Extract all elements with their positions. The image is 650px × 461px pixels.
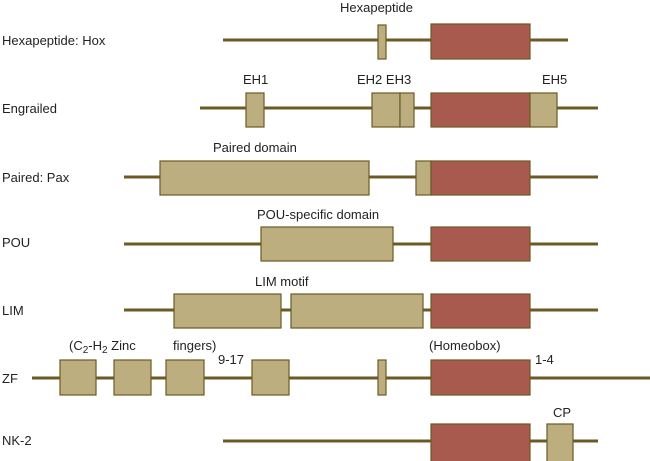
row-zf: (C2-H2 Zinc fingers) 9-17 (Homeobox) 1-4 (32, 338, 650, 396)
row-label-nk2: NK-2 (2, 433, 32, 448)
homeobox-box (430, 423, 531, 461)
cp-box (546, 423, 574, 461)
eh5-box (529, 92, 558, 128)
zinc-finger-box (251, 359, 290, 396)
zinc-finger-box (165, 359, 205, 396)
label-eh5: EH5 (542, 72, 567, 87)
row-label-engrailed: Engrailed (2, 101, 57, 116)
homeobox-box (430, 359, 531, 396)
row-label-lim: LIM (2, 303, 24, 318)
pou-domain-box (260, 226, 394, 262)
small-domain-box (415, 160, 432, 196)
lim-motif-box-2 (290, 293, 424, 329)
row-pax: Paired domain (124, 140, 598, 196)
zinc-finger-box (59, 359, 97, 396)
row-label-zf: ZF (2, 371, 18, 386)
row-label-pax: Paired: Pax (2, 170, 70, 185)
hexapeptide-box (377, 24, 387, 60)
row-lim: LIM motif (124, 274, 598, 329)
paired-domain-box (159, 160, 370, 196)
label-lim-motif: LIM motif (255, 274, 309, 289)
zinc-finger-box (113, 359, 152, 396)
label-eh2-eh3: EH2 EH3 (357, 72, 411, 87)
label-homeobox: (Homeobox) (429, 338, 501, 353)
label-eh1: EH1 (243, 72, 268, 87)
row-hox: Hexapeptide (223, 0, 568, 60)
label-cp: CP (553, 405, 571, 420)
homeobox-box (430, 226, 531, 262)
row-engrailed: EH1 EH2 EH3 EH5 (200, 72, 598, 128)
lim-motif-box-1 (173, 293, 282, 329)
row-nk2: CP (223, 405, 598, 461)
eh1-box (245, 92, 265, 128)
label-paired-domain: Paired domain (213, 140, 297, 155)
label-pou-domain: POU-specific domain (257, 207, 379, 222)
homeobox-box (430, 92, 531, 128)
homeobox-box (430, 293, 531, 329)
row-label-pou: POU (2, 235, 30, 250)
label-1-4: 1-4 (535, 352, 554, 367)
eh2-box (371, 92, 401, 128)
homeobox-box (430, 23, 531, 60)
small-domain-box (377, 359, 387, 396)
eh3-box (399, 92, 415, 128)
label-fingers: fingers) (173, 338, 216, 353)
row-label-hox: Hexapeptide: Hox (2, 33, 106, 48)
label-9-17: 9-17 (218, 352, 244, 367)
row-pou: POU-specific domain (124, 207, 598, 262)
label-hexapeptide: Hexapeptide (340, 0, 413, 15)
label-zinc-fingers: (C2-H2 Zinc (69, 338, 136, 356)
homeobox-box (430, 160, 531, 196)
